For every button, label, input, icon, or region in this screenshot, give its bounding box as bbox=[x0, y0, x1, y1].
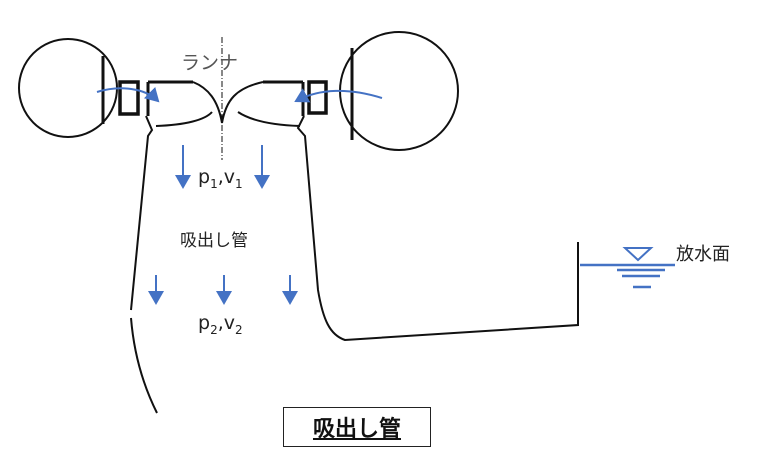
v1: v bbox=[223, 166, 235, 188]
inflow-arrow-left bbox=[96, 86, 160, 103]
inflow-arrow-right bbox=[294, 88, 383, 103]
draft-tube-label: 吸出し管 bbox=[180, 231, 248, 251]
outlet-pressure-velocity-label: p2,v2 bbox=[198, 312, 243, 337]
draft-tube-right-wall bbox=[296, 115, 579, 342]
title: 吸出し管 bbox=[312, 417, 401, 442]
v1-sub: 1 bbox=[235, 176, 243, 191]
runner-label: ランナ bbox=[181, 52, 239, 74]
p1-sub: 1 bbox=[210, 176, 218, 191]
runner bbox=[146, 80, 305, 127]
p2-sub: 2 bbox=[210, 322, 218, 337]
draft-tube-left-wall bbox=[130, 115, 154, 311]
v2-sub: 2 bbox=[235, 322, 243, 337]
v2: v bbox=[223, 312, 235, 334]
water-level-symbol bbox=[580, 247, 675, 289]
title-box: 吸出し管 bbox=[283, 407, 431, 447]
left-guide-vane bbox=[118, 80, 140, 116]
p2: p bbox=[198, 312, 211, 334]
p1: p bbox=[198, 166, 211, 188]
right-guide-vane bbox=[307, 80, 328, 115]
right-casing bbox=[339, 31, 459, 151]
inlet-pressure-velocity-label: p1,v1 bbox=[198, 166, 243, 191]
draft-tube-left-wall-lower bbox=[130, 317, 158, 414]
tailwater-label: 放水面 bbox=[676, 244, 730, 265]
